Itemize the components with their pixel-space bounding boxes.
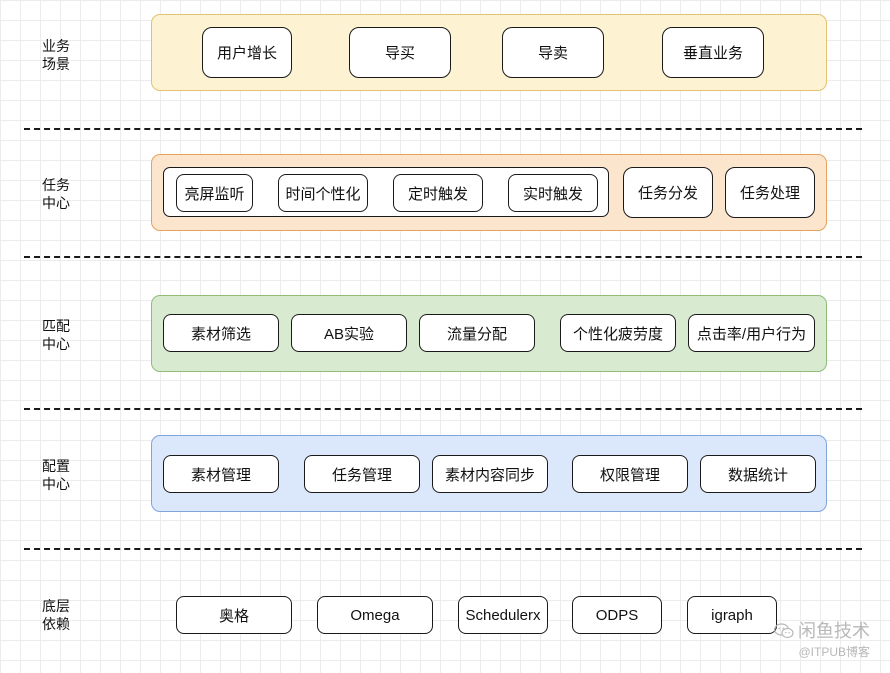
row-label-line: 中心 [42, 336, 70, 352]
row-label-line: 配置 [42, 458, 70, 474]
business-box-vertical[interactable]: 垂直业务 [662, 27, 764, 78]
match-box-traffic-allocation[interactable]: 流量分配 [419, 314, 535, 352]
task-box-time-personalize[interactable]: 时间个性化 [278, 174, 368, 212]
task-box-process[interactable]: 任务处理 [725, 167, 815, 218]
business-box-user-growth[interactable]: 用户增长 [202, 27, 292, 78]
task-box-screen-listen[interactable]: 亮屏监听 [176, 174, 253, 212]
watermark-source: @ITPUB博客 [798, 645, 870, 659]
row-label-deps: 底层 依赖 [30, 597, 82, 633]
row-divider [24, 128, 862, 130]
dep-box-omega[interactable]: Omega [317, 596, 433, 634]
wechat-icon [774, 623, 794, 639]
config-box-content-sync[interactable]: 素材内容同步 [432, 455, 548, 493]
match-box-fatigue[interactable]: 个性化疲劳度 [560, 314, 676, 352]
row-label-line: 匹配 [42, 318, 70, 334]
dep-box-schedulerx[interactable]: Schedulerx [458, 596, 548, 634]
watermark: 闲鱼技术 @ITPUB博客 [720, 620, 870, 660]
row-label-line: 任务 [42, 177, 70, 193]
row-divider [24, 548, 862, 550]
dep-box-aoge[interactable]: 奥格 [176, 596, 292, 634]
task-box-dispatch[interactable]: 任务分发 [623, 167, 713, 218]
match-box-ctr-behavior[interactable]: 点击率/用户行为 [688, 314, 815, 352]
row-label-line: 业务 [42, 38, 70, 54]
dep-box-igraph[interactable]: igraph [687, 596, 777, 634]
row-label-line: 底层 [42, 598, 70, 614]
row-label-line: 场景 [42, 56, 70, 72]
watermark-title: 闲鱼技术 [798, 621, 870, 641]
row-divider [24, 256, 862, 258]
row-divider [24, 408, 862, 410]
business-box-guide-sell[interactable]: 导卖 [502, 27, 604, 78]
row-label-config: 配置 中心 [30, 457, 82, 493]
match-box-material-filter[interactable]: 素材筛选 [163, 314, 279, 352]
config-box-material-manage[interactable]: 素材管理 [163, 455, 279, 493]
row-label-task: 任务 中心 [30, 176, 82, 212]
task-box-scheduled-trigger[interactable]: 定时触发 [393, 174, 483, 212]
dep-box-odps[interactable]: ODPS [572, 596, 662, 634]
config-box-task-manage[interactable]: 任务管理 [304, 455, 420, 493]
row-label-line: 中心 [42, 195, 70, 211]
config-box-data-stats[interactable]: 数据统计 [700, 455, 816, 493]
row-label-match: 匹配 中心 [30, 317, 82, 353]
row-label-line: 依赖 [42, 616, 70, 632]
row-label-business: 业务 场景 [30, 37, 82, 73]
match-box-ab-test[interactable]: AB实验 [291, 314, 407, 352]
business-box-guide-buy[interactable]: 导买 [349, 27, 451, 78]
task-box-realtime-trigger[interactable]: 实时触发 [508, 174, 598, 212]
config-box-permission[interactable]: 权限管理 [572, 455, 688, 493]
row-label-line: 中心 [42, 476, 70, 492]
